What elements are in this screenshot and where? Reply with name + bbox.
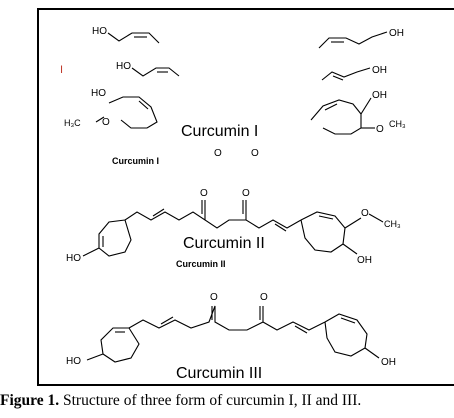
figure-frame: I HO HO HO H₃C O OH OH OH O CH₃ Curcumin… (37, 8, 454, 386)
mol1-label-ho-1: HO (92, 26, 107, 37)
mol1-label-oh-3: OH (372, 90, 387, 101)
mol1-left-ring (108, 96, 158, 129)
mol2-right-ring (300, 211, 346, 253)
mol1-label-o-left: O (102, 117, 110, 128)
mol3-ring-bond-2 (340, 317, 356, 324)
mol2-ring-bond-2 (318, 215, 334, 220)
curcumin-ii-structure: O O HO O CH₃ OH Curcumin II Curcumin II (66, 188, 401, 269)
mol2-label-oh: OH (357, 255, 372, 266)
mol3-double-bond-1 (160, 316, 174, 325)
roman-numeral: I (60, 64, 63, 76)
mol2-label-ho: HO (66, 253, 81, 264)
mol1-label-ho-3: HO (91, 88, 106, 99)
mol3-double-bond-2 (294, 325, 308, 334)
mol2-label-o-2: O (242, 188, 250, 199)
mol1-label-o-center-1: O (214, 148, 222, 159)
mol1-left-mid-chain (131, 67, 180, 77)
structure-drawing: I HO HO HO H₃C O OH OH OH O CH₃ Curcumin… (60, 26, 406, 382)
figure-caption: Figure 1. Structure of three form of cur… (0, 392, 454, 410)
caption-label: Figure 1. (0, 392, 60, 409)
mol2-oh-bond (342, 243, 358, 255)
mol1-label-oh-2: OH (372, 65, 387, 76)
mol2-name-small: Curcumin II (176, 259, 226, 269)
mol1-left-top-chain (107, 32, 160, 44)
mol1-label-ch3: CH₃ (389, 119, 406, 129)
caption-text: Structure of three form of curcumin I, I… (59, 392, 362, 409)
mol2-methyl-bond (368, 213, 384, 223)
mol2-methoxy-bond (344, 217, 362, 229)
mol1-ring-bond-2 (324, 103, 338, 111)
mol1-oh-bond (360, 97, 372, 115)
mol1-name-large: Curcumin I (181, 123, 258, 140)
mol3-ho-bond (86, 353, 104, 361)
mol1-label-o-center-2: O (251, 148, 259, 159)
mol3-label-ho: HO (66, 356, 81, 367)
mol1-ring-bond (138, 100, 149, 110)
mol1-label-o-right: O (376, 124, 384, 135)
mol3-left-ring (100, 327, 140, 363)
mol3-chain (128, 305, 326, 331)
mol2-double-bond-1 (152, 208, 165, 217)
mol2-name-large: Curcumin II (183, 235, 265, 252)
mol1-label-h3c: H₃C (64, 118, 81, 128)
curcumin-iii-structure: O O HO OH Curcumin III (66, 292, 396, 382)
mol2-left-ring (98, 219, 132, 257)
mol2-double-bond-2 (274, 223, 287, 232)
mol2-label-o-1: O (200, 188, 208, 199)
mol1-name-small: Curcumin I (112, 156, 159, 166)
mol1-label-oh-1: OH (389, 28, 404, 39)
mol2-chain (124, 200, 302, 229)
mol1-double-bond-4 (332, 75, 344, 81)
mol3-label-o-1: O (210, 292, 218, 303)
mol2-label-ch3: CH₃ (384, 219, 401, 229)
mol1-right-mid-chain (321, 67, 371, 81)
mol3-label-oh: OH (381, 357, 396, 368)
mol3-label-o-2: O (260, 292, 268, 303)
curcumin-i-structure: I HO HO HO H₃C O OH OH OH O CH₃ Curcumin… (60, 26, 406, 166)
mol3-name-large: Curcumin III (176, 365, 262, 382)
mol3-oh-bond (364, 347, 380, 359)
mol1-methoxy-bond (95, 116, 105, 123)
mol2-ho-bond (82, 247, 100, 257)
mol1-label-ho-2: HO (116, 61, 131, 72)
mol2-label-o-3: O (361, 208, 369, 219)
mol1-right-top-chain (318, 31, 388, 49)
